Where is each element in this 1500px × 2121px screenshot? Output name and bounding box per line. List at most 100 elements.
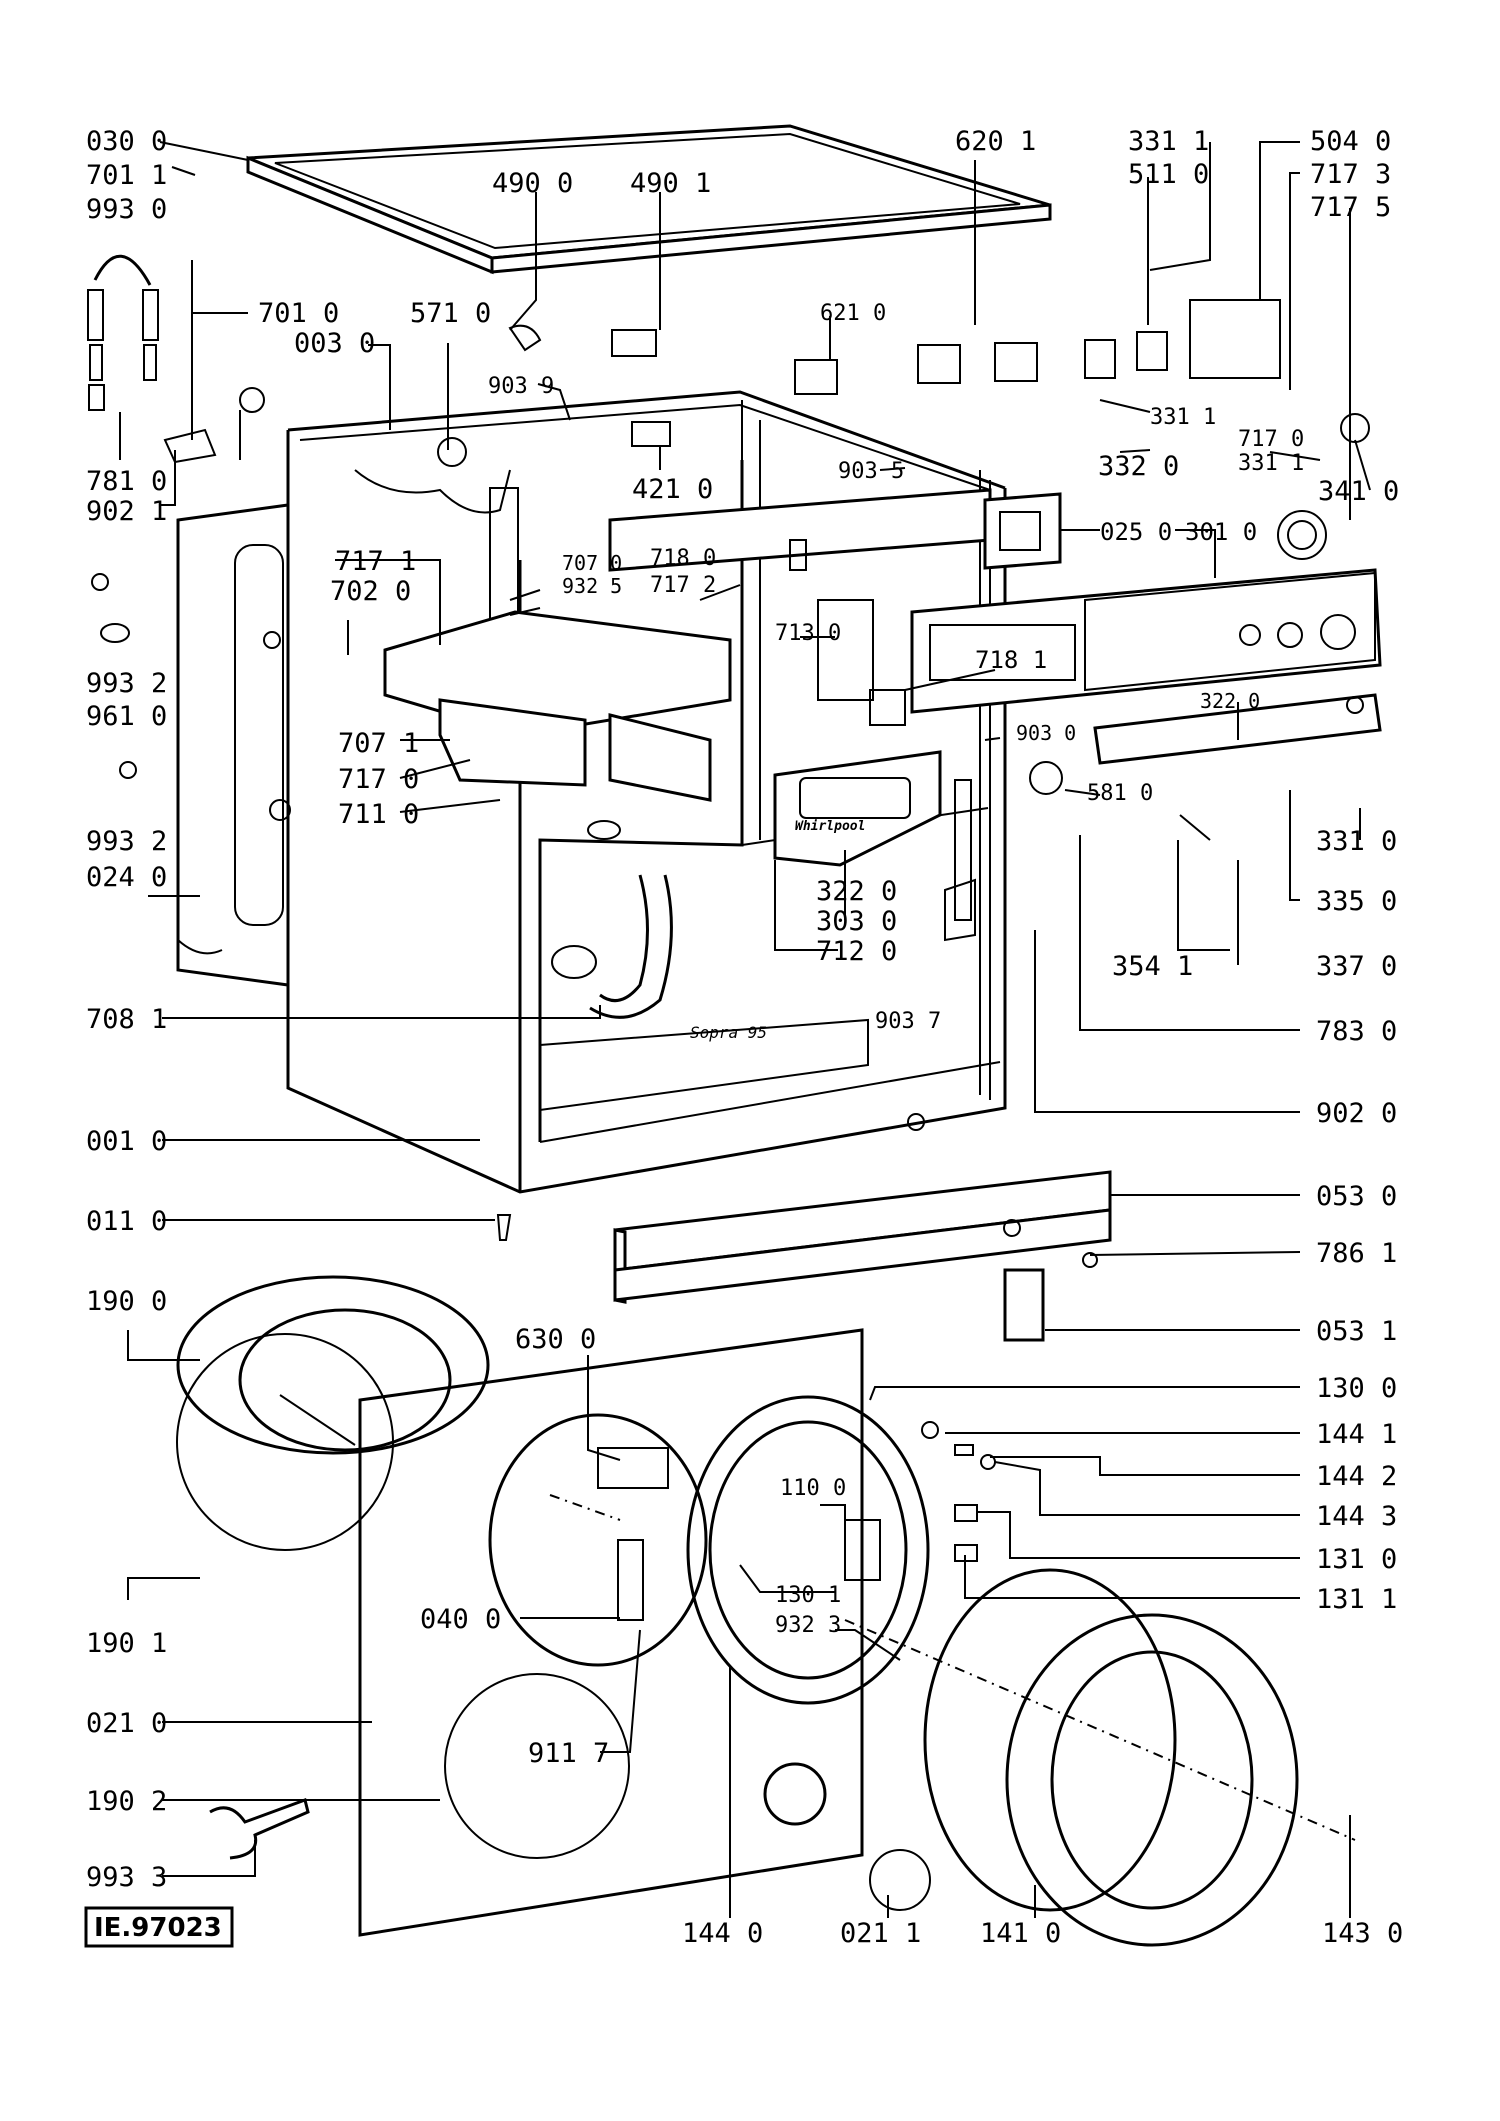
spring-assembly [87,254,265,779]
label-331-1-a: 331 1 [1128,126,1209,157]
label-322-0-b: 322 0 [816,876,897,907]
front-panel [358,1328,864,1937]
label-786-1: 786 1 [1316,1238,1397,1269]
door-glass [844,1568,1356,1947]
machine-drawing: Sopra 95 [87,124,1382,1947]
label-620-1: 620 1 [955,126,1036,157]
label-011-0: 011 0 [86,1206,167,1237]
label-021-1: 021 1 [840,1918,921,1949]
label-030-0: 030 0 [86,126,167,157]
label-144-1: 144 1 [1316,1419,1397,1450]
label-961-0: 961 0 [86,701,167,732]
label-190-2: 190 2 [86,1786,167,1817]
label-331-1-c: 331 1 [1238,451,1304,476]
drawing-reference-box: IE.97023 [84,1906,234,1948]
label-021-0: 021 0 [86,1708,167,1739]
label-504-0: 504 0 [1310,126,1391,157]
label-707-1: 707 1 [338,728,419,759]
label-581-0: 581 0 [1087,781,1153,806]
label-110-0: 110 0 [780,1476,846,1501]
label-322-0-a: 322 0 [1200,689,1260,713]
label-190-1: 190 1 [86,1628,167,1659]
label-354-1: 354 1 [1112,951,1193,982]
label-303-0: 303 0 [816,906,897,937]
label-718-1: 718 1 [975,646,1047,674]
label-708-1: 708 1 [86,1004,167,1035]
top-lid [246,124,1052,275]
label-337-0: 337 0 [1316,951,1397,982]
label-332-0: 332 0 [1098,451,1179,482]
label-144-2: 144 2 [1316,1461,1397,1492]
label-190-0: 190 0 [86,1286,167,1317]
label-331-0: 331 0 [1316,826,1397,857]
label-717-1-a: 717 1 [335,546,416,577]
label-335-0: 335 0 [1316,886,1397,917]
label-025-0: 025 0 [1100,518,1172,546]
label-711-0: 711 0 [338,799,419,830]
label-621-0: 621 0 [820,301,886,326]
label-001-0: 001 0 [86,1126,167,1157]
label-053-0: 053 0 [1316,1181,1397,1212]
label-144-3: 144 3 [1316,1501,1397,1532]
label-130-1: 130 1 [775,1583,841,1608]
label-911-7: 911 7 [528,1738,609,1769]
label-490-0: 490 0 [492,168,573,199]
label-717-2: 717 2 [650,573,716,598]
label-932-3: 932 3 [775,1613,841,1638]
drain-hose [551,820,673,1019]
label-702-0: 702 0 [330,576,411,607]
label-511-0: 511 0 [1128,159,1209,190]
label-902-0: 902 0 [1316,1098,1397,1129]
label-141-0: 141 0 [980,1918,1061,1949]
label-040-0: 040 0 [420,1604,501,1635]
label-003-0: 003 0 [294,328,375,359]
label-717-0-b: 717 0 [338,764,419,795]
label-053-1: 053 1 [1316,1316,1397,1347]
label-130-0: 130 0 [1316,1373,1397,1404]
label-783-0: 783 0 [1316,1016,1397,1047]
kickplate [496,1170,1112,1342]
label-903-9: 903 9 [488,374,554,399]
cabinet-marking: Sopra 95 [690,1023,767,1042]
label-144-0: 144 0 [682,1918,763,1949]
label-717-5: 717 5 [1310,192,1391,223]
label-903-5: 903 5 [838,459,904,484]
rear-panel [176,503,291,987]
label-902-1: 902 1 [86,496,167,527]
dispenser-brand: Whirlpool [795,819,865,834]
label-781-0: 781 0 [86,466,167,497]
drawing-reference: IE.97023 [94,1913,222,1943]
label-131-1: 131 1 [1316,1584,1397,1615]
hinge-hardware [921,1421,996,1562]
label-717-0-a: 717 0 [1238,427,1304,452]
label-630-0: 630 0 [515,1324,596,1355]
part-labels: 030 0 701 1 993 0 490 0 490 1 620 1 331 … [86,126,1403,1949]
label-993-0: 993 0 [86,194,167,225]
small-components [437,299,1370,942]
label-143-0: 143 0 [1322,1918,1403,1949]
label-717-3: 717 3 [1310,159,1391,190]
label-707-0: 707 0 [562,551,622,575]
label-993-2-b: 993 2 [86,826,167,857]
leader-lines [119,141,1371,1918]
label-701-0: 701 0 [258,298,339,329]
label-713-0: 713 0 [775,621,841,646]
label-331-1-b: 331 1 [1150,405,1216,430]
label-301-0: 301 0 [1185,518,1257,546]
detergent-dispenser: Whirlpool [383,610,942,867]
label-903-0: 903 0 [1016,721,1076,745]
wrench [209,1798,310,1860]
drum-gasket [176,1275,490,1551]
label-701-1: 701 1 [86,160,167,191]
label-932-5: 932 5 [562,574,622,598]
door-frame [549,1395,930,1705]
label-712-0: 712 0 [816,936,897,967]
label-341-0: 341 0 [1318,476,1399,507]
label-131-0: 131 0 [1316,1544,1397,1575]
label-421-0: 421 0 [632,474,713,505]
label-903-7: 903 7 [875,1009,941,1034]
control-panel [608,488,1382,765]
label-490-1: 490 1 [630,168,711,199]
label-024-0: 024 0 [86,862,167,893]
